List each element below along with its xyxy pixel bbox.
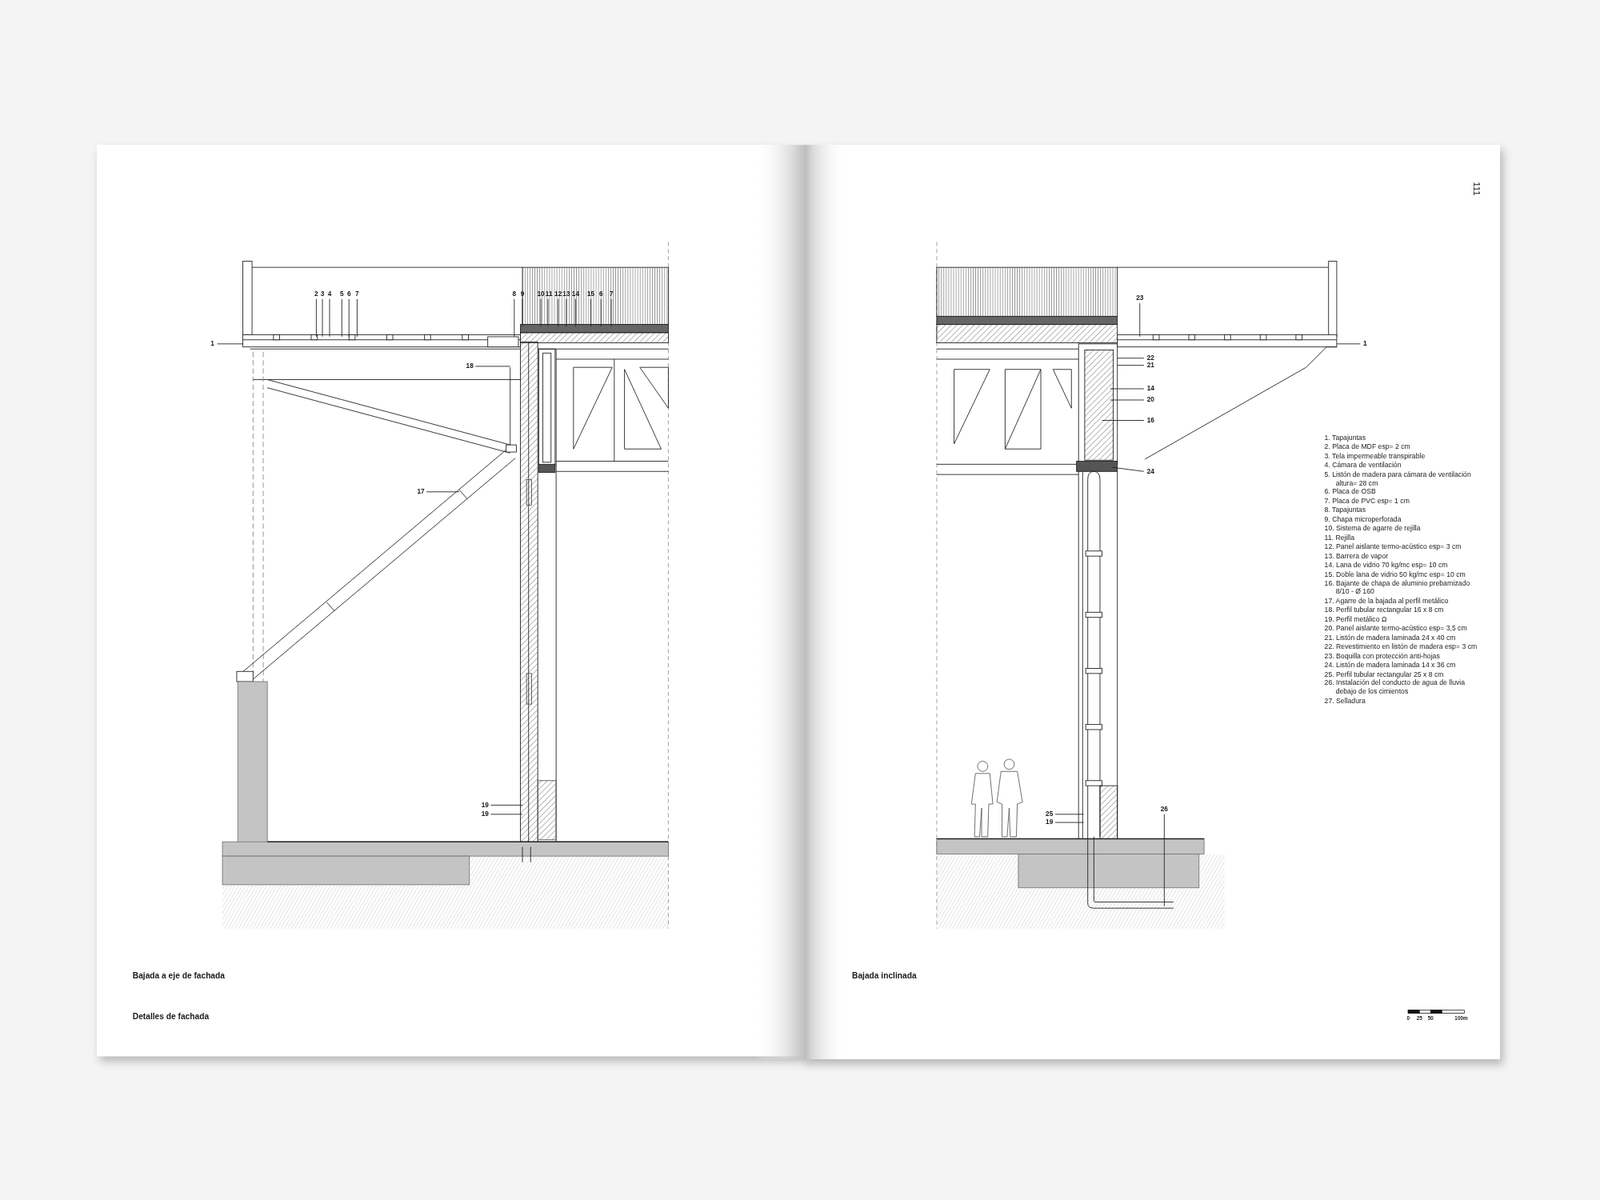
legend-entry: 18. Perfil tubular rectangular 16 x 8 cm: [1324, 606, 1478, 616]
callout-number: 18: [466, 363, 474, 370]
callout-number: 9: [520, 290, 525, 297]
legend-entry: 9. Chapa microperforada: [1324, 515, 1478, 524]
callout-number: 4: [328, 290, 332, 297]
callout-number: 19: [481, 811, 489, 818]
legend-entry: 8. Tapajuntas: [1324, 506, 1478, 516]
callout-number: 19: [481, 801, 489, 808]
callout-number: 8: [512, 290, 517, 297]
legend-entry: 19. Perfil metálico Ω: [1324, 615, 1478, 624]
callout-number: 3: [320, 290, 325, 297]
legend-entry: 24. Listón de madera laminada 14 x 36 cm: [1324, 660, 1478, 670]
callout-number: 14: [572, 290, 580, 297]
legend-entry: 22. Revestimiento en listón de madera es…: [1324, 642, 1478, 652]
callout-number: 24: [1147, 468, 1155, 475]
callout-number: 11: [545, 290, 553, 297]
scale-text: 0: [1406, 1016, 1410, 1021]
legend-entry: 20. Panel aislante termo-acústico esp= 3…: [1324, 624, 1478, 634]
legend-entry: 11. Rejilla: [1324, 533, 1478, 543]
drawing-title: Bajada a eje de fachada: [132, 972, 225, 981]
callout-number: 7: [355, 290, 360, 297]
callout-number: 25: [1045, 811, 1053, 818]
callout-number: 20: [1147, 396, 1155, 404]
page-number: 111: [1472, 181, 1481, 196]
callout-number: 5: [340, 290, 344, 297]
callout-number: 16: [1147, 416, 1155, 424]
callout-number: 6: [347, 290, 352, 297]
legend-entry: 13. Barrera de vapor: [1324, 552, 1478, 561]
legend-entry: 14. Lana de vidrio 70 kg/mc esp= 10 cm: [1324, 560, 1478, 570]
legend-entry: 23. Boquilla con protección anti-hojas: [1324, 652, 1478, 661]
callout-number: 10: [536, 290, 544, 297]
legend-entry: 27. Selladura: [1324, 697, 1478, 707]
callout-number: 7: [609, 290, 614, 297]
callout-number: 22: [1147, 355, 1155, 362]
legend-entry: 4. Cámara de ventilación: [1324, 460, 1478, 470]
legend-entry: 3. Tela impermeable transpirable: [1324, 452, 1478, 461]
legend-entry: 21. Listón de madera laminada 24 x 40 cm: [1324, 633, 1478, 643]
callout-number: 14: [1147, 385, 1155, 392]
legend-entry: 1. Tapajuntas: [1324, 433, 1478, 443]
legend-entry: 12. Panel aislante termo-acústico esp= 3…: [1324, 542, 1478, 552]
scale-text: 25: [1416, 1016, 1423, 1021]
legend-entry: 5. Listón de madera para cámara de venti…: [1324, 470, 1478, 489]
callout-number: 23: [1136, 294, 1144, 301]
callout-number: 15: [587, 290, 595, 297]
legend-entry: 15. Doble lana de vidrio 50 kg/mc esp= 1…: [1324, 569, 1478, 579]
callout-number: 19: [1045, 819, 1053, 826]
section-title: Detalles de fachada: [132, 1013, 209, 1022]
legend-entry: 2. Placa de MDF esp= 2 cm: [1324, 442, 1478, 452]
callout-number: 17: [416, 488, 424, 496]
callout-number: 2: [314, 290, 319, 297]
legend-entry: 10. Sistema de agarre de rejilla: [1324, 524, 1478, 534]
legend-entry: 7. Placa de PVC esp= 1 cm: [1324, 497, 1478, 507]
callout-number: 21: [1147, 361, 1155, 368]
legend-list: 1. Tapajuntas2. Placa de MDF esp= 2 cm3.…: [1324, 433, 1478, 707]
scale-text: 100m: [1454, 1016, 1468, 1021]
legend-entry: 25. Perfil tubular rectangular 25 x 8 cm: [1324, 669, 1478, 679]
callout-number: 26: [1160, 805, 1168, 812]
callout-number: 13: [562, 290, 570, 297]
callout-number: 12: [554, 290, 562, 297]
drawing-title: Bajada inclinada: [852, 972, 917, 981]
legend-entry: 26. Instalación del conducto de agua de …: [1324, 679, 1478, 698]
scale-text: 50: [1428, 1016, 1434, 1021]
callout-number: 1: [210, 340, 215, 348]
legend-entry: 6. Placa de OSB: [1324, 488, 1478, 497]
callout-number: 1: [1363, 340, 1368, 348]
callout-number: 6: [599, 290, 604, 297]
legend-entry: 16. Bajante de chapa de aluminio prebarn…: [1324, 579, 1478, 598]
legend-entry: 17. Agarre de la bajada al perfil metáli…: [1324, 597, 1478, 607]
